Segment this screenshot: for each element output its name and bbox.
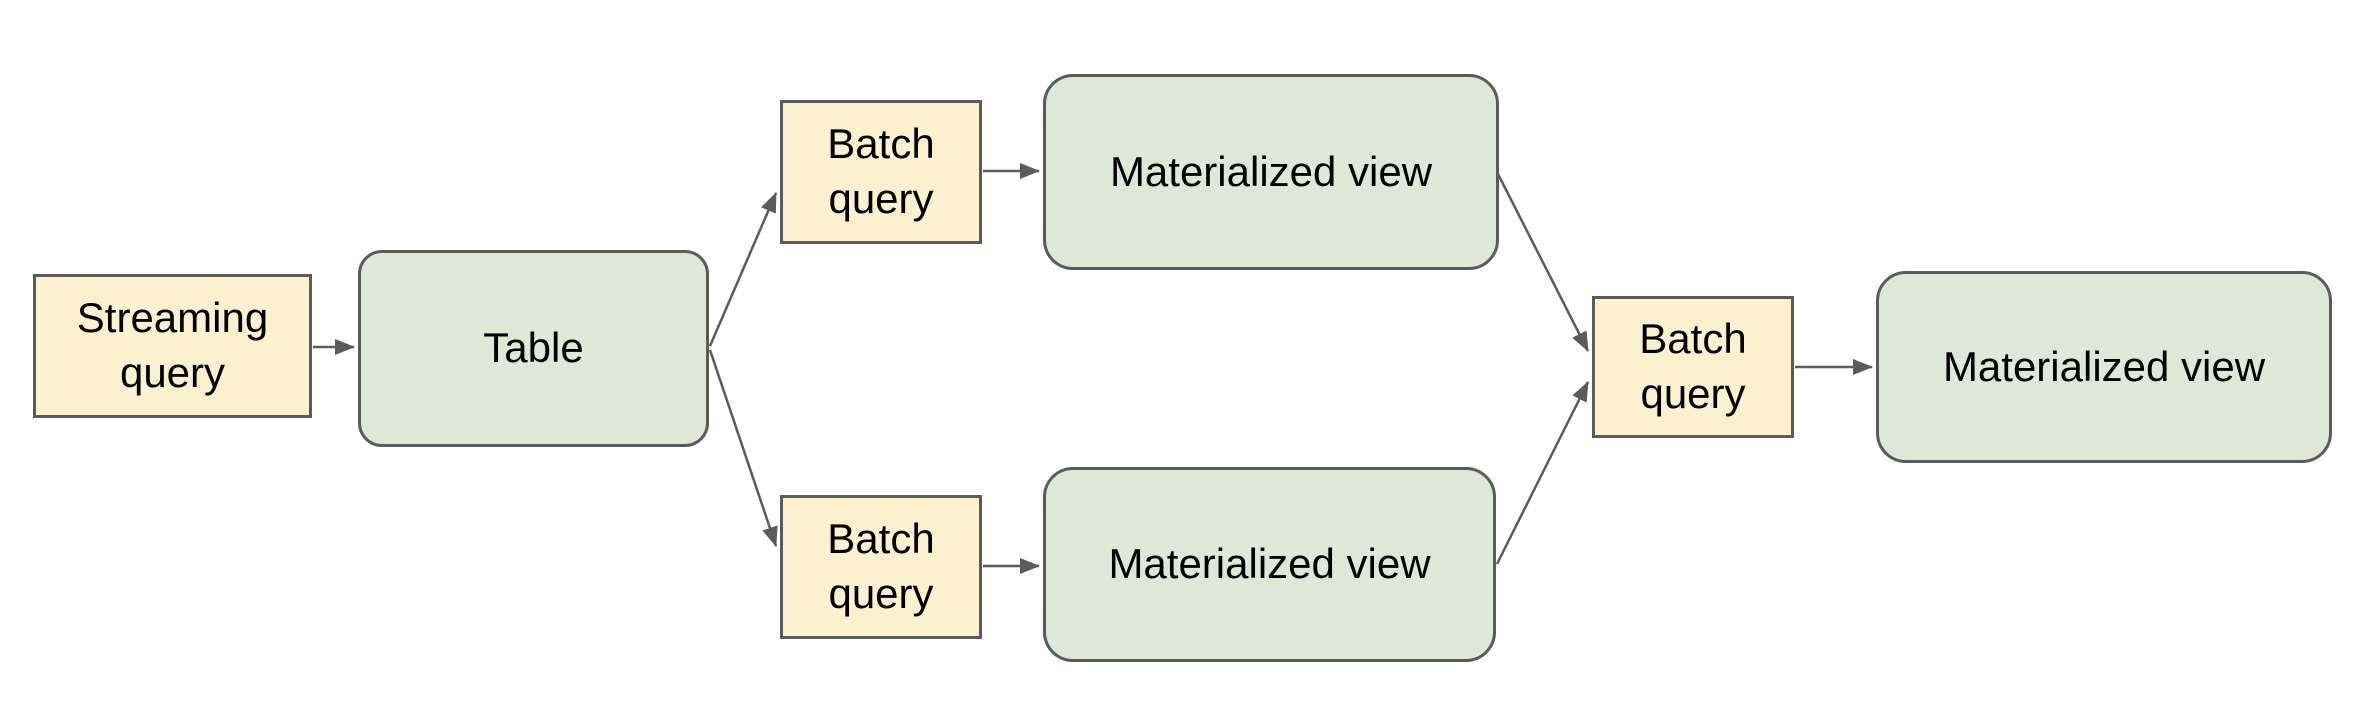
arrow-mv-bottom-to-batch-query-right <box>1495 381 1590 565</box>
arrow-table-to-batch-query-bottom <box>708 349 778 547</box>
node-streaming-query: Streaming query <box>33 274 312 418</box>
node-label: Table <box>483 324 584 372</box>
node-batch-query-top: Batch query <box>780 100 982 244</box>
node-label: Batch query <box>1639 315 1747 417</box>
node-label: Batch query <box>827 515 935 617</box>
node-batch-query-bottom: Batch query <box>780 495 982 639</box>
arrow-mv-top-to-batch-query-right <box>1496 173 1590 352</box>
node-label: Materialized view <box>1109 147 1433 195</box>
node-label: Streaming query <box>76 294 269 396</box>
node-materialized-view-bottom: Materialized view <box>1043 467 1496 662</box>
node-materialized-view-right: Materialized view <box>1876 271 2332 463</box>
node-batch-query-right: Batch query <box>1592 296 1794 438</box>
arrow-table-to-batch-query-top <box>708 192 778 347</box>
node-materialized-view-top: Materialized view <box>1043 74 1499 270</box>
node-label: Materialized view <box>1108 540 1431 588</box>
node-label: Batch query <box>827 120 935 222</box>
node-label: Materialized view <box>1942 342 2266 390</box>
node-table: Table <box>358 250 709 447</box>
